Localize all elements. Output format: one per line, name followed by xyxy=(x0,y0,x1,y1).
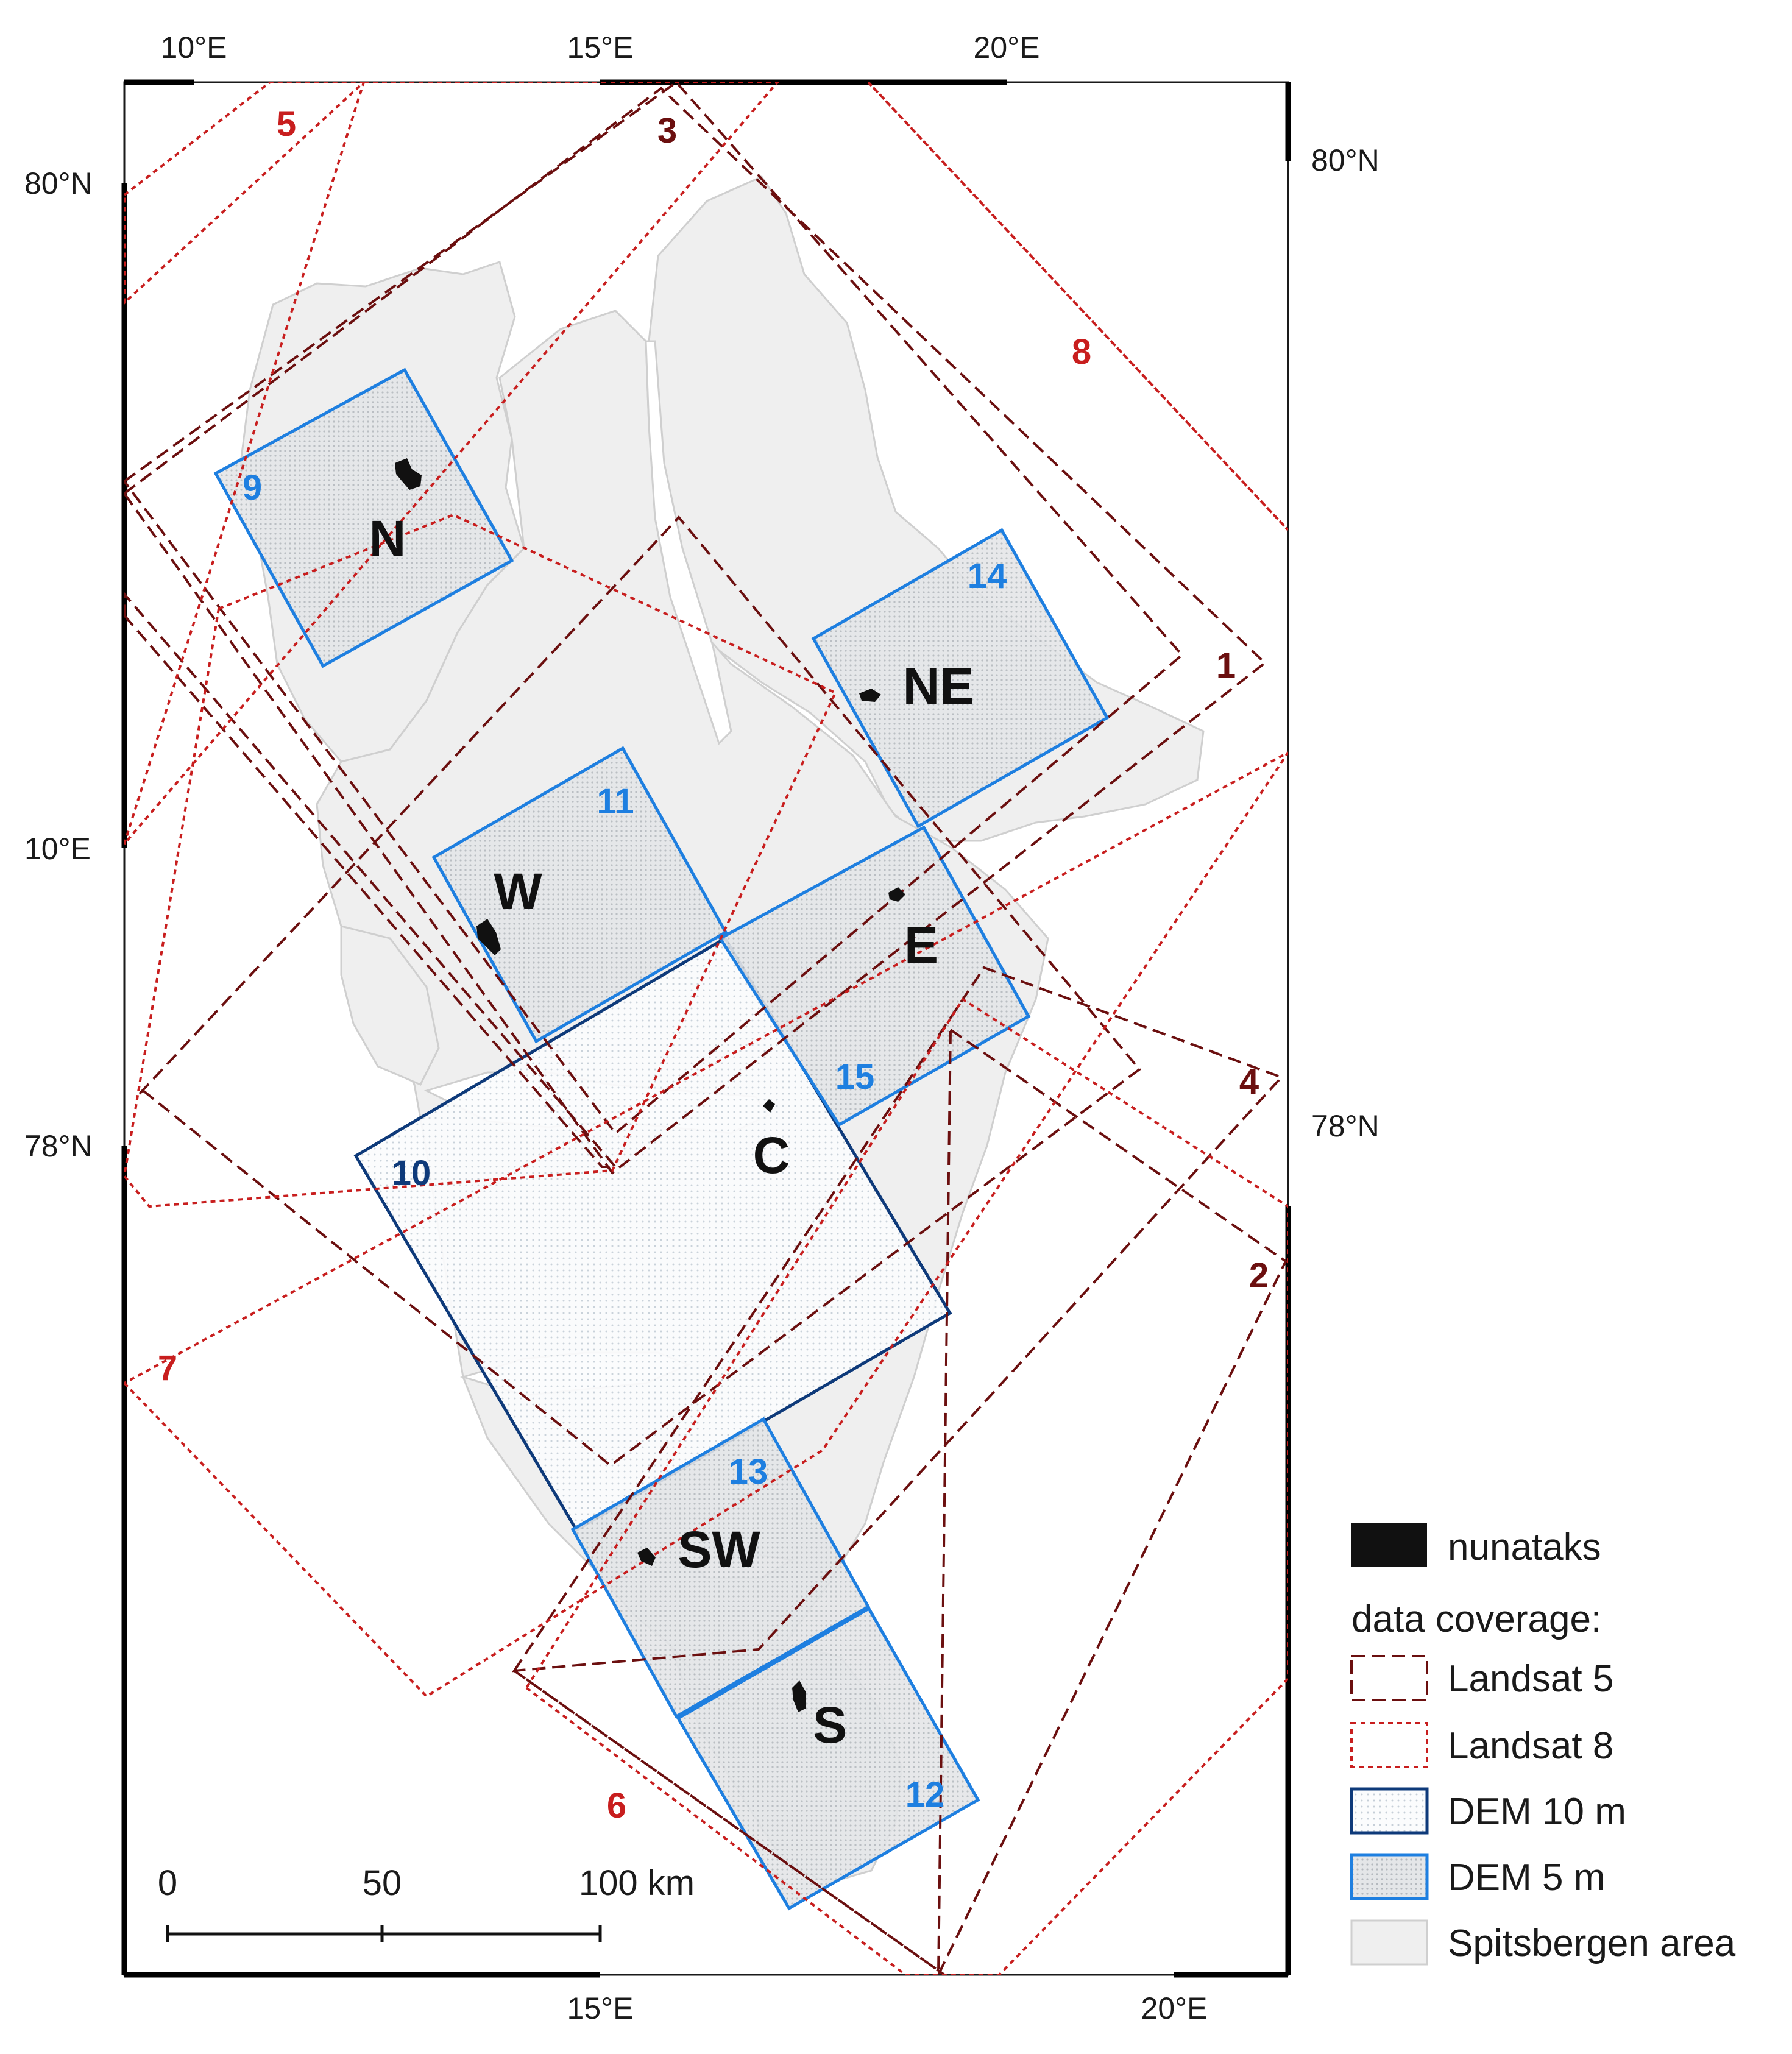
landsat8-scene-5: 5 xyxy=(277,104,296,144)
axis-left-10e: 10°E xyxy=(24,832,91,866)
scale-bar-label-0: 0 xyxy=(158,1863,177,1903)
region-label-ne: NE xyxy=(903,657,974,715)
legend-label-landsat8: Landsat 8 xyxy=(1448,1725,1613,1767)
dem5-scene-15: 15 xyxy=(835,1057,875,1097)
dem10-coverage-10 xyxy=(353,936,952,1532)
region-label-w: W xyxy=(494,863,542,920)
landsat5-footprint-a xyxy=(124,82,1184,1135)
axis-left-80n: 80°N xyxy=(24,166,93,200)
region-label-c: C xyxy=(753,1127,790,1184)
legend-swatch-spitsbergen xyxy=(1350,1919,1428,1966)
dem5-coverage xyxy=(213,367,1110,1911)
scale-bar: 0 50 100 km xyxy=(158,1863,695,1942)
dem5-coverage-12 xyxy=(676,1606,980,1911)
dem5-coverage-9 xyxy=(213,367,514,668)
legend: nunataks data coverage: Landsat 5 Landsa… xyxy=(1350,1523,1736,1966)
dem5-scene-11: 11 xyxy=(597,782,634,821)
axis-top-15e: 15°E xyxy=(567,30,634,65)
dem5-scene-12: 12 xyxy=(905,1775,945,1815)
legend-label-dem5: DEM 5 m xyxy=(1448,1857,1605,1899)
landsat8-scene-6: 6 xyxy=(607,1786,626,1826)
land-west-lobe xyxy=(340,925,440,1086)
axis-top-20e: 20°E xyxy=(974,30,1040,65)
axis-right-80n: 80°N xyxy=(1311,143,1379,177)
axis-bottom-15e: 15°E xyxy=(567,1991,634,2025)
landsat8-footprint-center xyxy=(124,513,837,1208)
region-label-n: N xyxy=(369,510,406,567)
landsat5-scene-3: 3 xyxy=(657,111,677,151)
dem10-scene-10: 10 xyxy=(392,1153,431,1193)
nunatak-n-icon xyxy=(395,458,422,490)
landsat8-footprint-5 xyxy=(124,82,366,305)
axis-left-78n: 78°N xyxy=(24,1129,93,1163)
legend-label-dem10: DEM 10 m xyxy=(1448,1791,1626,1833)
region-label-sw: SW xyxy=(678,1521,760,1578)
nunatak-e-icon xyxy=(888,887,905,902)
region-label-e: E xyxy=(904,916,938,974)
legend-label-landsat5: Landsat 5 xyxy=(1448,1658,1613,1700)
nunatak-w-icon xyxy=(476,919,501,955)
region-label-s: S xyxy=(813,1696,847,1754)
landsat8-footprint-6 xyxy=(525,997,1288,1975)
landsat8-scene-8: 8 xyxy=(1072,332,1091,372)
landsat5-footprint-d xyxy=(138,515,1141,1467)
legend-swatch-nunataks xyxy=(1351,1523,1427,1567)
landsat5-coverage xyxy=(124,82,1287,1975)
landsat5-footprint-c xyxy=(124,592,618,1168)
landsat5-footprint-g xyxy=(937,1027,1287,1975)
legend-label-nunataks: nunataks xyxy=(1448,1526,1601,1568)
legend-swatch-dem5 xyxy=(1350,1853,1429,1900)
dem5-coverage-13 xyxy=(570,1417,871,1719)
legend-swatch-landsat8 xyxy=(1350,1722,1428,1768)
dem5-scene-9: 9 xyxy=(243,468,262,508)
landsat8-footprint-8 xyxy=(867,82,1288,531)
nunatak-sw-icon xyxy=(637,1548,656,1566)
landsat5-footprint-b xyxy=(124,87,1267,1175)
nunatak-s-icon xyxy=(792,1680,806,1712)
scale-bar-label-100: 100 km xyxy=(579,1863,695,1903)
landsat5-footprint-e xyxy=(512,966,1284,1673)
legend-heading: data coverage: xyxy=(1351,1598,1601,1640)
nunatak-ne-icon xyxy=(859,689,881,702)
dem5-coverage-15 xyxy=(718,825,1031,1127)
landsat5-scene-4: 4 xyxy=(1239,1062,1259,1102)
dem5-coverage-11 xyxy=(431,746,728,1044)
scale-bar-label-50: 50 xyxy=(363,1863,402,1903)
legend-swatch-landsat5 xyxy=(1350,1655,1428,1701)
landsat5-scene-1: 1 xyxy=(1216,646,1236,685)
nunatak-c-icon xyxy=(763,1099,775,1113)
axis-bottom-20e: 20°E xyxy=(1141,1991,1208,2025)
legend-swatch-dem10 xyxy=(1350,1787,1429,1835)
dem5-scene-13: 13 xyxy=(729,1452,768,1492)
landsat5-scene-2: 2 xyxy=(1249,1256,1269,1295)
dem5-scene-14: 14 xyxy=(968,556,1007,596)
landsat8-scene-7: 7 xyxy=(158,1348,177,1388)
nunataks-markers xyxy=(395,458,905,1712)
axis-top-10e: 10°E xyxy=(161,30,227,65)
legend-label-spitsbergen: Spitsbergen area xyxy=(1448,1922,1736,1964)
fjord-wijdefjorden xyxy=(645,340,732,745)
landsat5-footprint-f xyxy=(513,1670,946,1975)
landsat8-coverage xyxy=(124,82,1288,1975)
landsat8-footprint-3 xyxy=(124,82,779,845)
axis-right-78n: 78°N xyxy=(1311,1109,1379,1143)
